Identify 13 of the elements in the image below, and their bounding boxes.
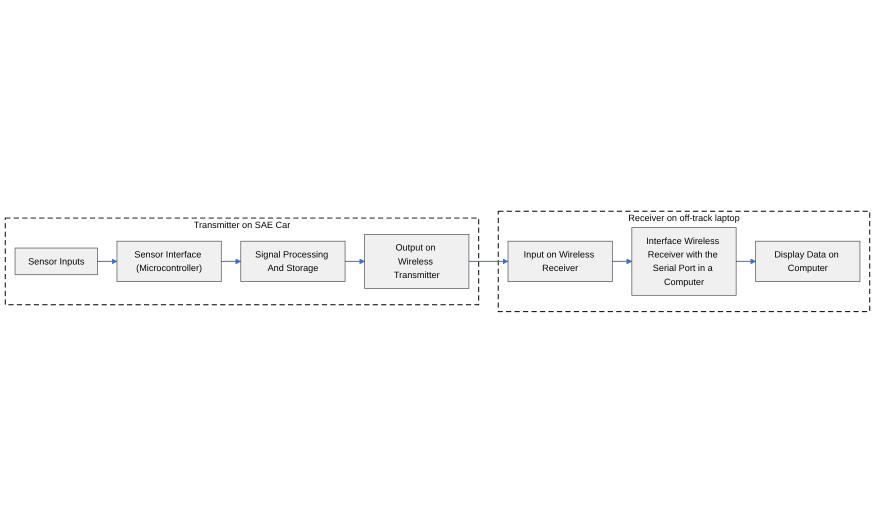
node-box: Interface Wireless Receiver with the Serial Port in a Computer xyxy=(632,227,736,296)
node-box: Output on Wireless Transmitter xyxy=(364,234,470,289)
arrow xyxy=(612,258,632,264)
arrow xyxy=(736,258,756,264)
node-box: Sensor Inputs xyxy=(14,248,98,276)
node-box: Signal Processing And Storage xyxy=(240,240,346,282)
arrow xyxy=(96,258,118,264)
node-box: Input on Wireless Receiver xyxy=(508,240,613,282)
arrow xyxy=(468,258,508,264)
node-box: Sensor Interface (Microcontroller) xyxy=(116,240,222,282)
arrow xyxy=(220,258,242,264)
node-box: Display Data on Computer xyxy=(755,240,860,282)
arrow xyxy=(344,258,365,264)
